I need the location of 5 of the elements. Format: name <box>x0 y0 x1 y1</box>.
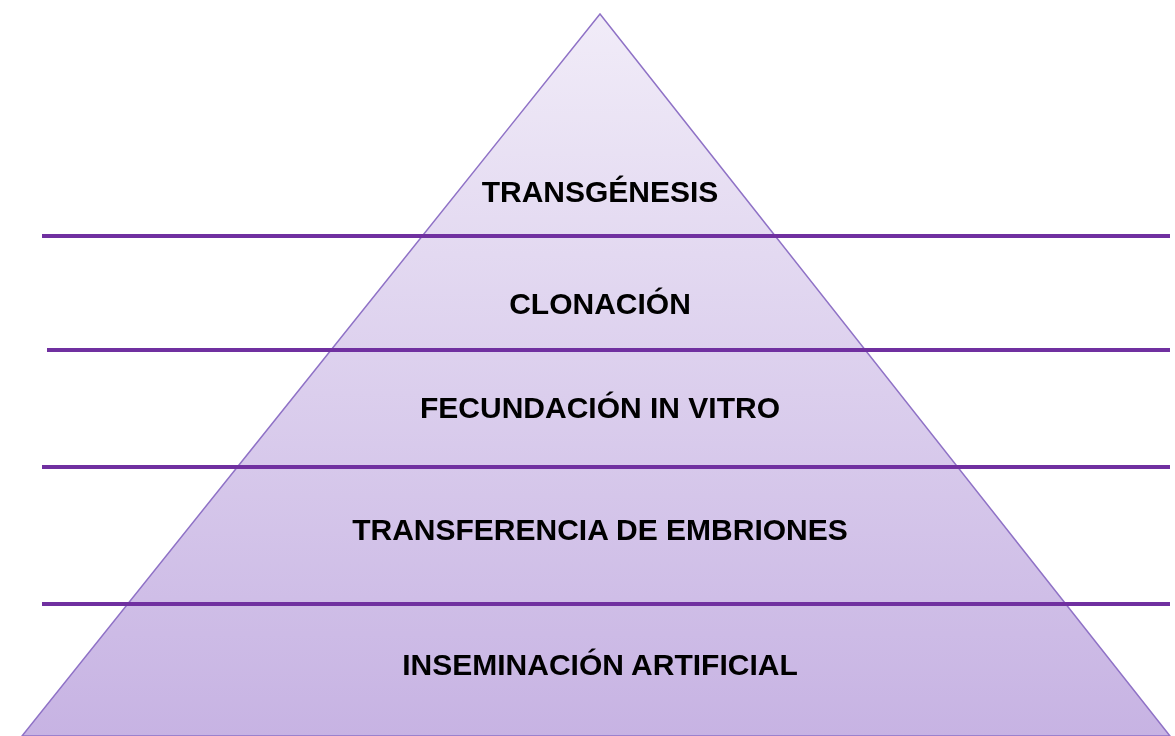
pyramid-level-label: INSEMINACIÓN ARTIFICIAL <box>402 647 798 683</box>
pyramid-level-label: CLONACIÓN <box>509 286 691 322</box>
pyramid-level-label: TRANSGÉNESIS <box>481 174 719 210</box>
pyramid-level-label: FECUNDACIÓN IN VITRO <box>420 390 780 426</box>
pyramid-level-label: TRANSFERENCIA DE EMBRIONES <box>352 512 848 548</box>
